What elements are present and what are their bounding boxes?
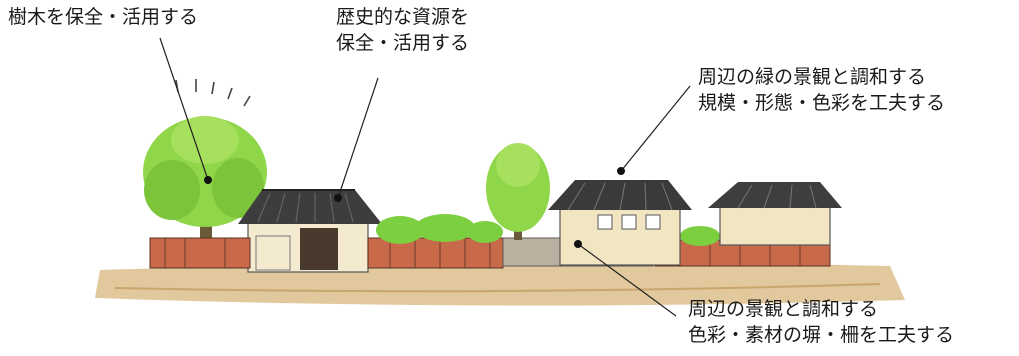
right-house <box>708 182 842 246</box>
label-trees: 樹木を保全・活用する <box>8 4 198 30</box>
leader-lines <box>159 37 691 317</box>
leader-dots <box>204 167 625 248</box>
heritage-gate <box>238 189 382 273</box>
sparkle-marks <box>175 79 251 107</box>
leader-buildings <box>620 85 691 172</box>
label-trees-line1: 樹木を保全・活用する <box>8 6 199 28</box>
label-buildings: 周辺の緑の景観と調和する 規模・形態・色彩を工夫する <box>698 64 945 116</box>
middle-tree <box>486 143 550 240</box>
label-heritage: 歴史的な資源を 保全・活用する <box>336 4 469 56</box>
label-buildings-line2: 規模・形態・色彩を工夫する <box>698 92 946 114</box>
label-walls: 周辺の景観と調和する 色彩・素材の塀・柵を工夫する <box>688 296 954 348</box>
leader-heritage <box>337 77 379 199</box>
hedge-bushes <box>376 214 720 246</box>
storehouse <box>548 180 692 266</box>
label-walls-line2: 色彩・素材の塀・柵を工夫する <box>688 324 955 346</box>
ground <box>95 262 905 306</box>
ground-shadow <box>114 283 881 293</box>
label-heritage-line1: 歴史的な資源を <box>336 6 470 28</box>
leader-trees <box>159 37 209 181</box>
label-walls-line1: 周辺の景観と調和する <box>688 298 879 320</box>
label-buildings-line1: 周辺の緑の景観と調和する <box>698 66 927 88</box>
label-heritage-line2: 保全・活用する <box>336 32 470 54</box>
leader-walls <box>577 243 677 317</box>
